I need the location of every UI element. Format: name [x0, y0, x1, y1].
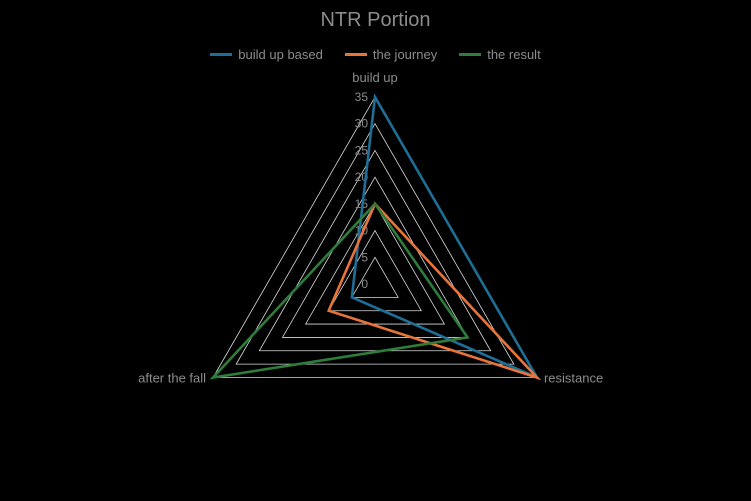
grid-ring	[328, 229, 422, 312]
chart-title: NTR Portion	[320, 9, 431, 31]
series-line-the-result	[209, 201, 470, 380]
legend-swatch-the-journey	[344, 53, 367, 56]
grid-ring	[281, 176, 469, 338]
grid-ring	[235, 122, 515, 365]
legend-item-the-journey: the journey	[344, 47, 438, 62]
tick-label: 5	[361, 250, 368, 264]
legend-label-the-result: the result	[487, 47, 541, 62]
grid-ring	[304, 203, 446, 325]
category-label: resistance	[544, 371, 603, 386]
legend-label-the-journey: the journey	[372, 47, 438, 62]
category-labels: build up resistance after the fall	[138, 70, 603, 386]
grid-ring	[351, 256, 399, 298]
grid-ring	[212, 96, 538, 378]
category-label: after the fall	[138, 371, 206, 386]
series-line-build-up-based	[350, 92, 541, 381]
tick-label: 0	[361, 277, 368, 291]
category-label: build up	[352, 70, 398, 85]
tick-label: 35	[355, 90, 369, 104]
grid	[212, 96, 538, 378]
legend-item-build-up-based: build up based	[210, 47, 323, 62]
legend-label-build-up-based: build up based	[238, 47, 323, 62]
legend-swatch-build-up-based	[210, 53, 233, 56]
tick-label: 25	[355, 143, 369, 157]
legend-swatch-the-result	[459, 53, 482, 56]
legend: build up based the journey the result	[0, 47, 751, 62]
series	[209, 92, 542, 381]
tick-label: 30	[355, 117, 369, 131]
legend-item-the-result: the result	[459, 47, 541, 62]
